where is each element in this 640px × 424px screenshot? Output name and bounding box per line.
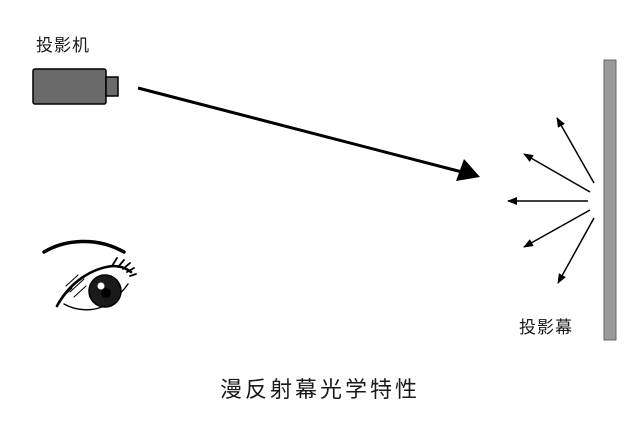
- reflected-ray-4: [523, 209, 591, 248]
- reflected-ray-1: [556, 117, 595, 184]
- pupil: [101, 288, 111, 298]
- projection-ray: [137, 86, 480, 181]
- projector-label: 投影机: [36, 36, 90, 56]
- eyebrow: [42, 239, 126, 254]
- diagram-caption: 漫反射幕光学特性: [219, 378, 420, 403]
- reflected-ray-5: [557, 217, 595, 284]
- eye-icon: [42, 239, 137, 311]
- reflected-rays: [507, 117, 595, 284]
- eye-shading: [59, 274, 87, 301]
- projection-ray-arrowhead: [456, 159, 480, 181]
- reflected-ray-2: [523, 153, 591, 193]
- screen-label: 投影幕: [519, 318, 573, 338]
- projector-body: [32, 68, 107, 105]
- pupil-highlight: [97, 282, 105, 290]
- eyelashes: [111, 257, 137, 277]
- projection-screen: [603, 59, 617, 341]
- projector-lens: [105, 76, 119, 97]
- projector-icon: [32, 68, 119, 105]
